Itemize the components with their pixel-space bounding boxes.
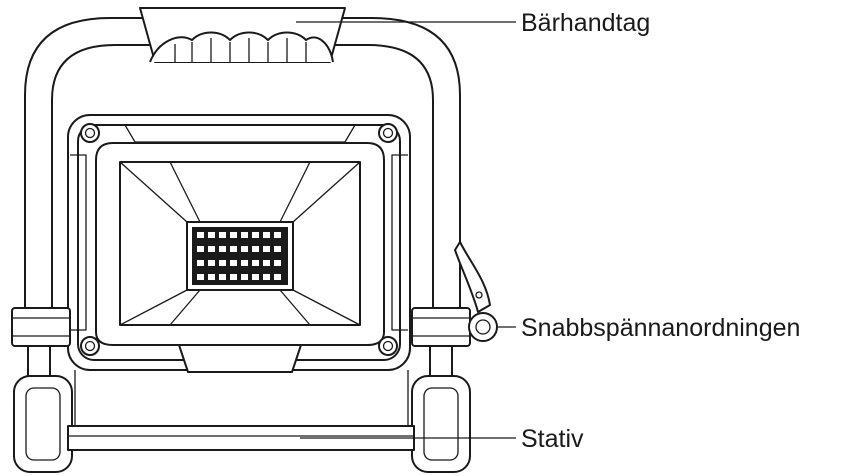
- stand: [13, 345, 471, 473]
- label-handle: Bärhandtag: [521, 9, 650, 37]
- carry-handle: [139, 7, 346, 63]
- quick-release-lever: [454, 241, 498, 342]
- side-clamps: [11, 307, 471, 347]
- label-quick-release: Snabbspännanordningen: [521, 314, 800, 342]
- led-array: [192, 227, 288, 285]
- leader-lines: [296, 21, 516, 439]
- screws: [80, 123, 398, 356]
- label-stand: Stativ: [521, 425, 584, 453]
